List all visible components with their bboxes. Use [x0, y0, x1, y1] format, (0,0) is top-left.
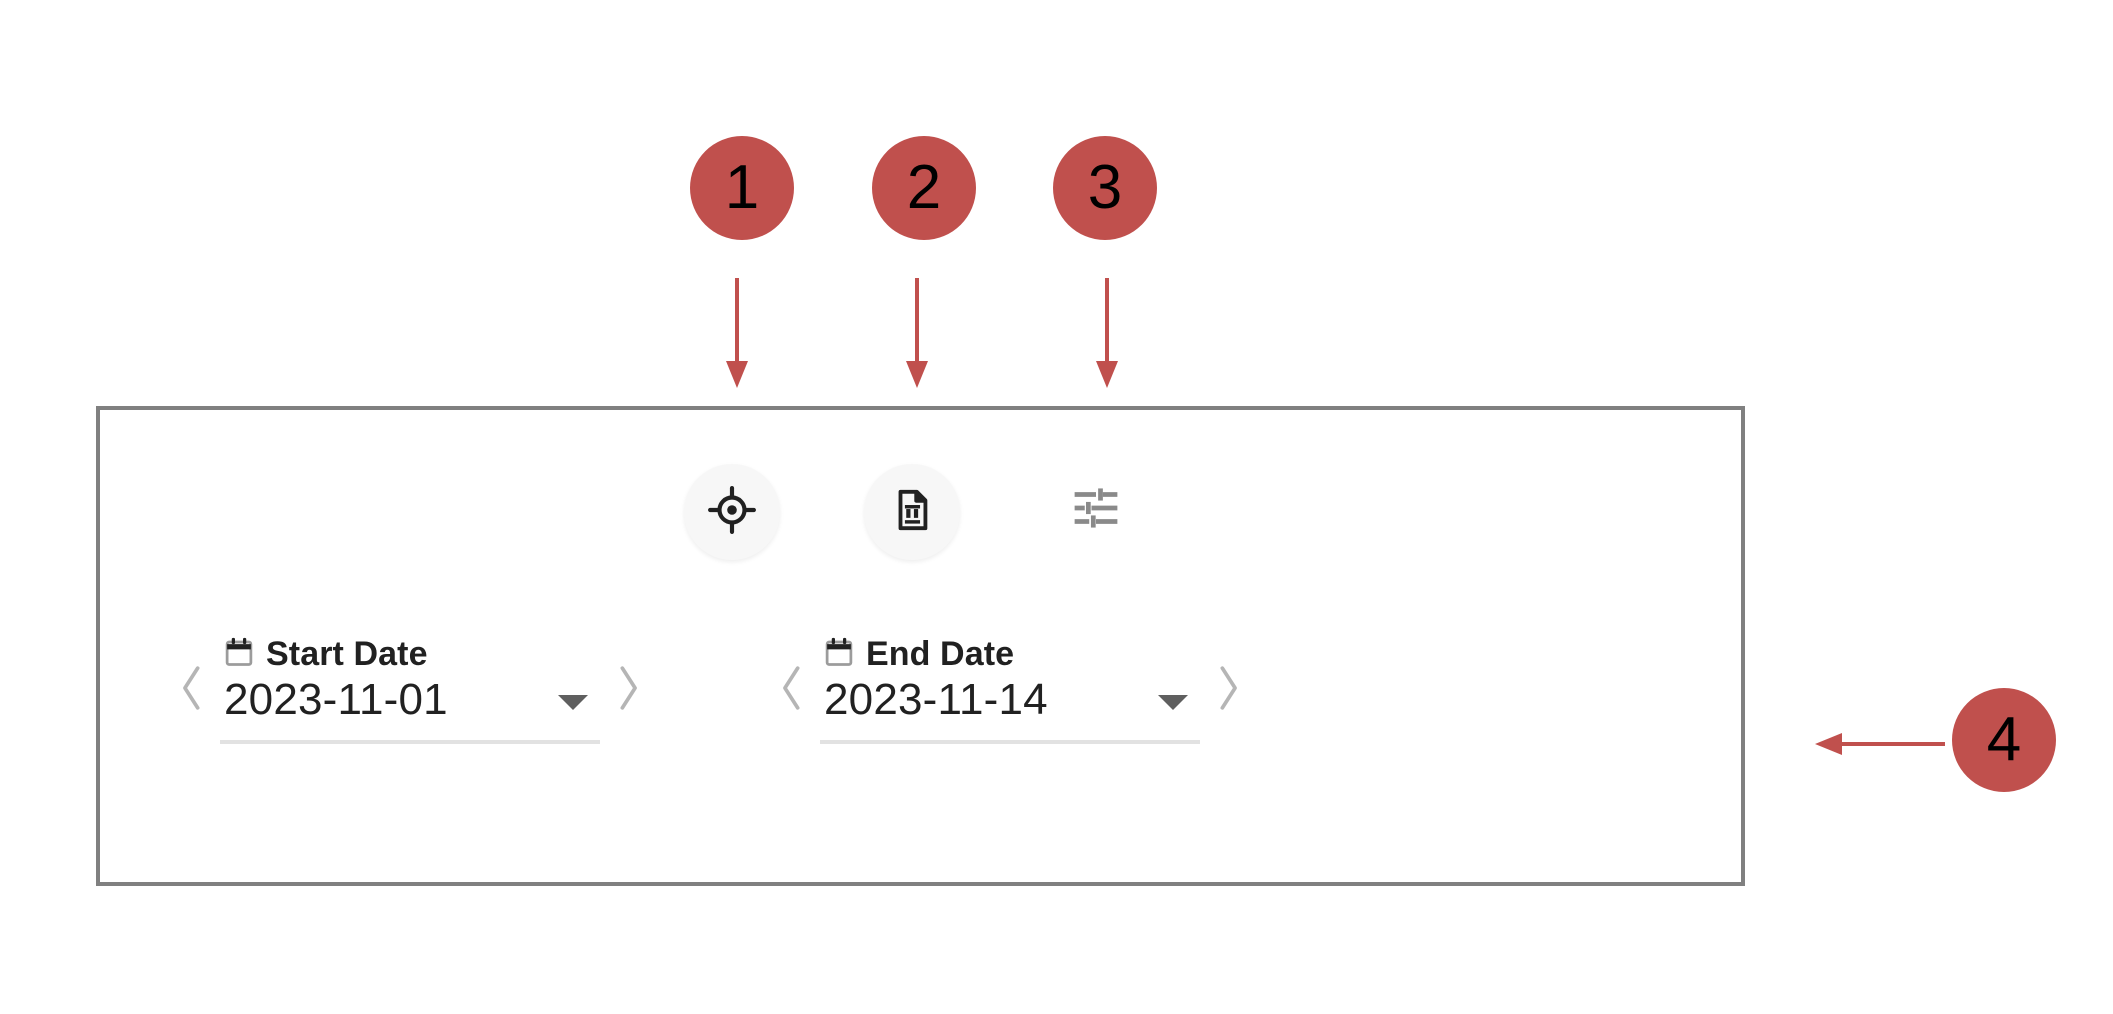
end-date-label: End Date	[866, 635, 1015, 673]
calendar-icon	[224, 636, 254, 673]
chevron-right-icon	[1211, 659, 1245, 722]
end-date-prev-button[interactable]	[770, 654, 814, 726]
callout-marker-3-label: 3	[1087, 153, 1123, 222]
crosshair-target-icon	[707, 485, 757, 540]
start-date-caret-down-icon[interactable]	[558, 694, 588, 710]
document-chart-icon	[889, 487, 935, 538]
icon-toolbar	[100, 462, 1741, 572]
sliders-tune-icon	[1069, 481, 1123, 540]
start-date-label: Start Date	[266, 635, 428, 673]
callout-marker-2-label: 2	[906, 153, 942, 222]
start-date-prev-button[interactable]	[170, 654, 214, 726]
start-date-label-row: Start Date	[220, 635, 600, 673]
callout-marker-3: 3	[1053, 136, 1157, 240]
callout-arrow-1	[726, 278, 748, 388]
arrow-shaft	[1105, 278, 1109, 362]
arrow-head	[1096, 361, 1118, 388]
callout-marker-4: 4	[1952, 688, 2056, 792]
callout-marker-1-label: 1	[724, 153, 760, 222]
tune-button[interactable]	[1048, 462, 1144, 558]
end-date-field[interactable]: End Date 2023-11-14	[820, 635, 1200, 744]
callout-marker-4-label: 4	[1986, 705, 2022, 774]
end-date-value: 2023-11-14	[824, 675, 1048, 725]
arrow-shaft	[1841, 742, 1945, 746]
arrow-shaft	[735, 278, 739, 362]
arrow-head	[906, 361, 928, 388]
start-date-value: 2023-11-01	[224, 675, 448, 725]
callout-arrow-4	[1815, 733, 1945, 755]
arrow-head	[726, 361, 748, 388]
callout-arrow-3	[1096, 278, 1118, 388]
start-date-value-row: 2023-11-01	[220, 675, 600, 726]
chevron-left-icon	[775, 659, 809, 722]
locate-button[interactable]	[684, 464, 780, 560]
end-date-caret-down-icon[interactable]	[1158, 694, 1188, 710]
chevron-left-icon	[175, 659, 209, 722]
callout-arrow-2	[906, 278, 928, 388]
end-date-group: End Date 2023-11-14	[770, 620, 1250, 760]
report-button[interactable]	[864, 464, 960, 560]
end-date-label-row: End Date	[820, 635, 1200, 673]
callout-marker-1: 1	[690, 136, 794, 240]
arrow-head	[1815, 733, 1842, 755]
start-date-next-button[interactable]	[606, 654, 650, 726]
toolbar-panel: Start Date 2023-11-01	[96, 406, 1745, 886]
start-date-field[interactable]: Start Date 2023-11-01	[220, 635, 600, 744]
date-range-controls: Start Date 2023-11-01	[100, 620, 1741, 820]
start-date-group: Start Date 2023-11-01	[170, 620, 650, 760]
end-date-next-button[interactable]	[1206, 654, 1250, 726]
calendar-icon	[824, 636, 854, 673]
end-date-value-row: 2023-11-14	[820, 675, 1200, 726]
arrow-shaft	[915, 278, 919, 362]
callout-marker-2: 2	[872, 136, 976, 240]
chevron-right-icon	[611, 659, 645, 722]
